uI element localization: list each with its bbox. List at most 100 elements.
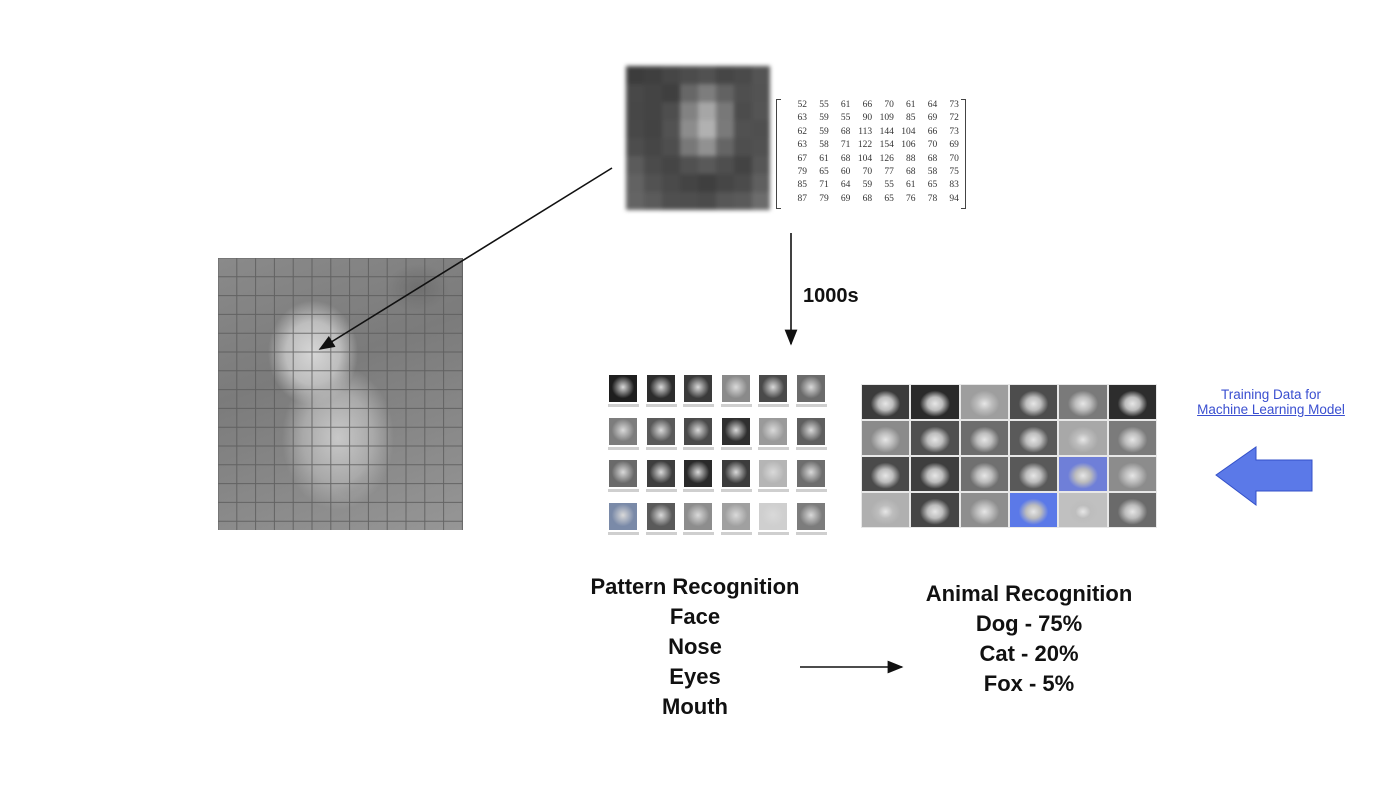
pixel-cell (734, 156, 752, 174)
animal-thumbnail (960, 385, 1008, 419)
pattern-thumbnail-grid (605, 373, 830, 543)
matrix-cell: 87 (797, 193, 808, 204)
matrix-cell: 59 (819, 126, 829, 137)
matrix-cell: 78 (927, 193, 938, 204)
matrix-cell: 64 (840, 180, 851, 191)
pattern-thumbnail (793, 416, 831, 459)
pattern-thumbnail (755, 458, 793, 501)
pixel-cell (662, 66, 680, 84)
animal-thumbnail (911, 385, 959, 419)
matrix-cell: 85 (797, 180, 808, 191)
pixel-cell (734, 138, 752, 156)
pixel-cell (716, 192, 734, 210)
pixel-cell (680, 102, 698, 120)
animal-result: Dog - 75% (975, 611, 1083, 636)
animal-thumbnail (862, 421, 910, 455)
pixel-cell (626, 66, 644, 84)
pattern-thumbnail (793, 501, 831, 544)
pixel-cell (752, 156, 770, 174)
pixel-cell (698, 138, 716, 156)
pattern-recognition-title: Pattern Recognition (590, 574, 800, 599)
matrix-cell: 70 (862, 166, 873, 177)
pixel-cell (680, 84, 698, 102)
matrix-cell: 75 (949, 166, 959, 177)
pixel-cell (698, 120, 716, 138)
matrix-cell: 104 (857, 153, 873, 164)
matrix-cell: 70 (884, 100, 894, 110)
matrix-cell: 113 (858, 126, 873, 137)
left-arrow-icon (1215, 446, 1313, 506)
matrix-cell: 68 (840, 153, 851, 164)
pattern-thumbnail (605, 501, 643, 544)
pattern-thumbnail (605, 373, 643, 416)
pixel-cell (644, 174, 662, 192)
animal-thumbnail (1108, 457, 1156, 491)
matrix-cell: 61 (819, 153, 829, 164)
pattern-thumbnail (643, 458, 681, 501)
animal-recognition-title: Animal Recognition (925, 581, 1133, 606)
pixel-cell (752, 174, 770, 192)
pixel-cell (644, 156, 662, 174)
pixel-cell (716, 156, 734, 174)
matrix-cell: 88 (906, 153, 916, 164)
matrix-cell: 61 (840, 100, 851, 110)
matrix-cell: 73 (949, 126, 959, 137)
matrix-cell: 72 (949, 113, 959, 124)
pattern-thumbnail (793, 373, 831, 416)
dog-photo (218, 258, 463, 530)
matrix-cell: 68 (840, 126, 851, 137)
pixel-cell (716, 174, 734, 192)
animal-result: Cat - 20% (979, 641, 1079, 666)
matrix-cell: 55 (819, 100, 829, 110)
matrix-cell: 122 (857, 140, 873, 151)
pixel-cell (734, 66, 752, 84)
pixel-cell (716, 102, 734, 120)
matrix-cell: 59 (862, 180, 873, 191)
animal-thumbnail (1108, 493, 1156, 527)
pixel-cell (680, 66, 698, 84)
pixel-patch-zoom (626, 66, 770, 210)
matrix-cell: 58 (927, 166, 938, 177)
animal-thumbnail (1108, 385, 1156, 419)
pixel-cell (626, 84, 644, 102)
pixel-cell (626, 138, 644, 156)
pixel-cell (752, 84, 770, 102)
animal-thumbnail (862, 457, 910, 491)
animal-thumbnail (1009, 385, 1058, 419)
pixel-cell (662, 138, 680, 156)
matrix-cell: 154 (879, 140, 894, 151)
pixel-cell (752, 102, 770, 120)
animal-thumbnail (1059, 385, 1107, 419)
matrix-cell: 66 (927, 126, 938, 137)
animal-thumbnail (1009, 493, 1058, 527)
animal-thumbnail (911, 493, 959, 527)
animal-thumbnail (911, 421, 959, 455)
matrix-cell: 109 (879, 113, 894, 124)
matrix-cell: 55 (884, 180, 894, 191)
matrix-cell: 62 (797, 126, 808, 137)
pixel-cell (734, 174, 752, 192)
pixel-cell (626, 174, 644, 192)
animal-thumbnail (1059, 457, 1107, 491)
pattern-thumbnail (718, 458, 756, 501)
animal-thumbnail (862, 493, 910, 527)
pixel-cell (734, 84, 752, 102)
pixel-cell (644, 192, 662, 210)
flow-label: 1000s (803, 285, 859, 307)
pixel-cell (626, 156, 644, 174)
pixel-cell (734, 102, 752, 120)
pattern-item: Face (669, 604, 721, 629)
animal-thumbnail (911, 457, 959, 491)
pixel-cell (644, 102, 662, 120)
matrix-cell: 64 (927, 100, 938, 110)
animal-thumbnail (1108, 421, 1156, 455)
pixel-cell (662, 156, 680, 174)
pixel-cell (680, 156, 698, 174)
matrix-cell: 94 (949, 193, 959, 204)
pixel-cell (698, 174, 716, 192)
